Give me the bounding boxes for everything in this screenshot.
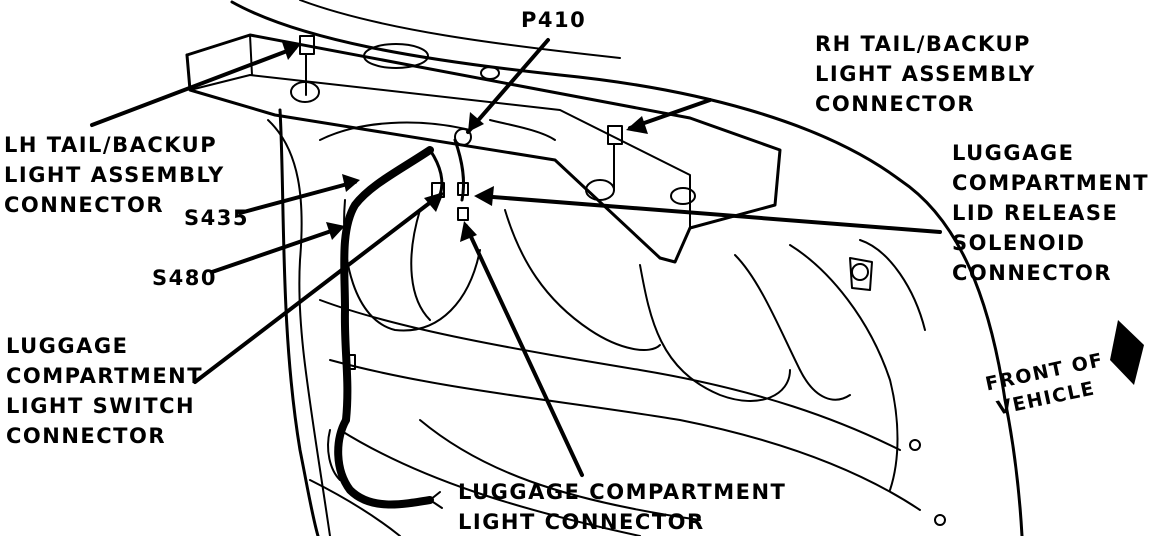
label-rh-tail-connector: RH TAIL/BACKUP LIGHT ASSEMBLY CONNECTOR [815,29,1036,119]
label-line: S435 [184,206,249,230]
front-arrow [1110,320,1144,385]
wiring-harness [327,138,466,509]
label-light-connector: LUGGAGE COMPARTMENT LIGHT CONNECTOR [458,477,786,536]
label-line: LIGHT ASSEMBLY [4,163,225,187]
label-line: LH TAIL/BACKUP [4,133,218,157]
lid-crossbar [185,33,782,264]
label-line: LUGGAGE [6,334,129,358]
label-line: LUGGAGE [952,141,1075,165]
leader-arrows [90,38,942,477]
label-line: LIGHT CONNECTOR [458,510,705,534]
label-lh-tail-connector: LH TAIL/BACKUP LIGHT ASSEMBLY CONNECTOR [4,130,225,220]
label-s480: S480 [152,263,217,293]
label-line: P410 [521,8,587,32]
label-line: LIGHT SWITCH [6,394,196,418]
label-line: S480 [152,266,217,290]
label-s435: S435 [184,203,249,233]
label-line: COMPARTMENT [952,171,1150,195]
label-line: LIGHT ASSEMBLY [815,62,1036,86]
label-line: SOLENOID [952,231,1086,255]
label-line: LUGGAGE COMPARTMENT [458,480,787,504]
label-light-switch-connector: LUGGAGE COMPARTMENT LIGHT SWITCH CONNECT… [6,331,203,451]
label-line: CONNECTOR [952,261,1113,285]
label-line: COMPARTMENT [6,364,204,388]
label-line: CONNECTOR [4,193,165,217]
label-p410: P410 [521,5,586,35]
lid-outer-shell [230,0,1024,536]
label-line: CONNECTOR [815,92,976,116]
label-line: RH TAIL/BACKUP [815,32,1031,56]
label-lid-release-solenoid-connector: LUGGAGE COMPARTMENT LID RELEASE SOLENOID… [952,138,1149,288]
label-line: CONNECTOR [6,424,167,448]
label-line: LID RELEASE [952,201,1119,225]
lid-inner-panels [309,199,946,536]
connectors [299,35,623,221]
